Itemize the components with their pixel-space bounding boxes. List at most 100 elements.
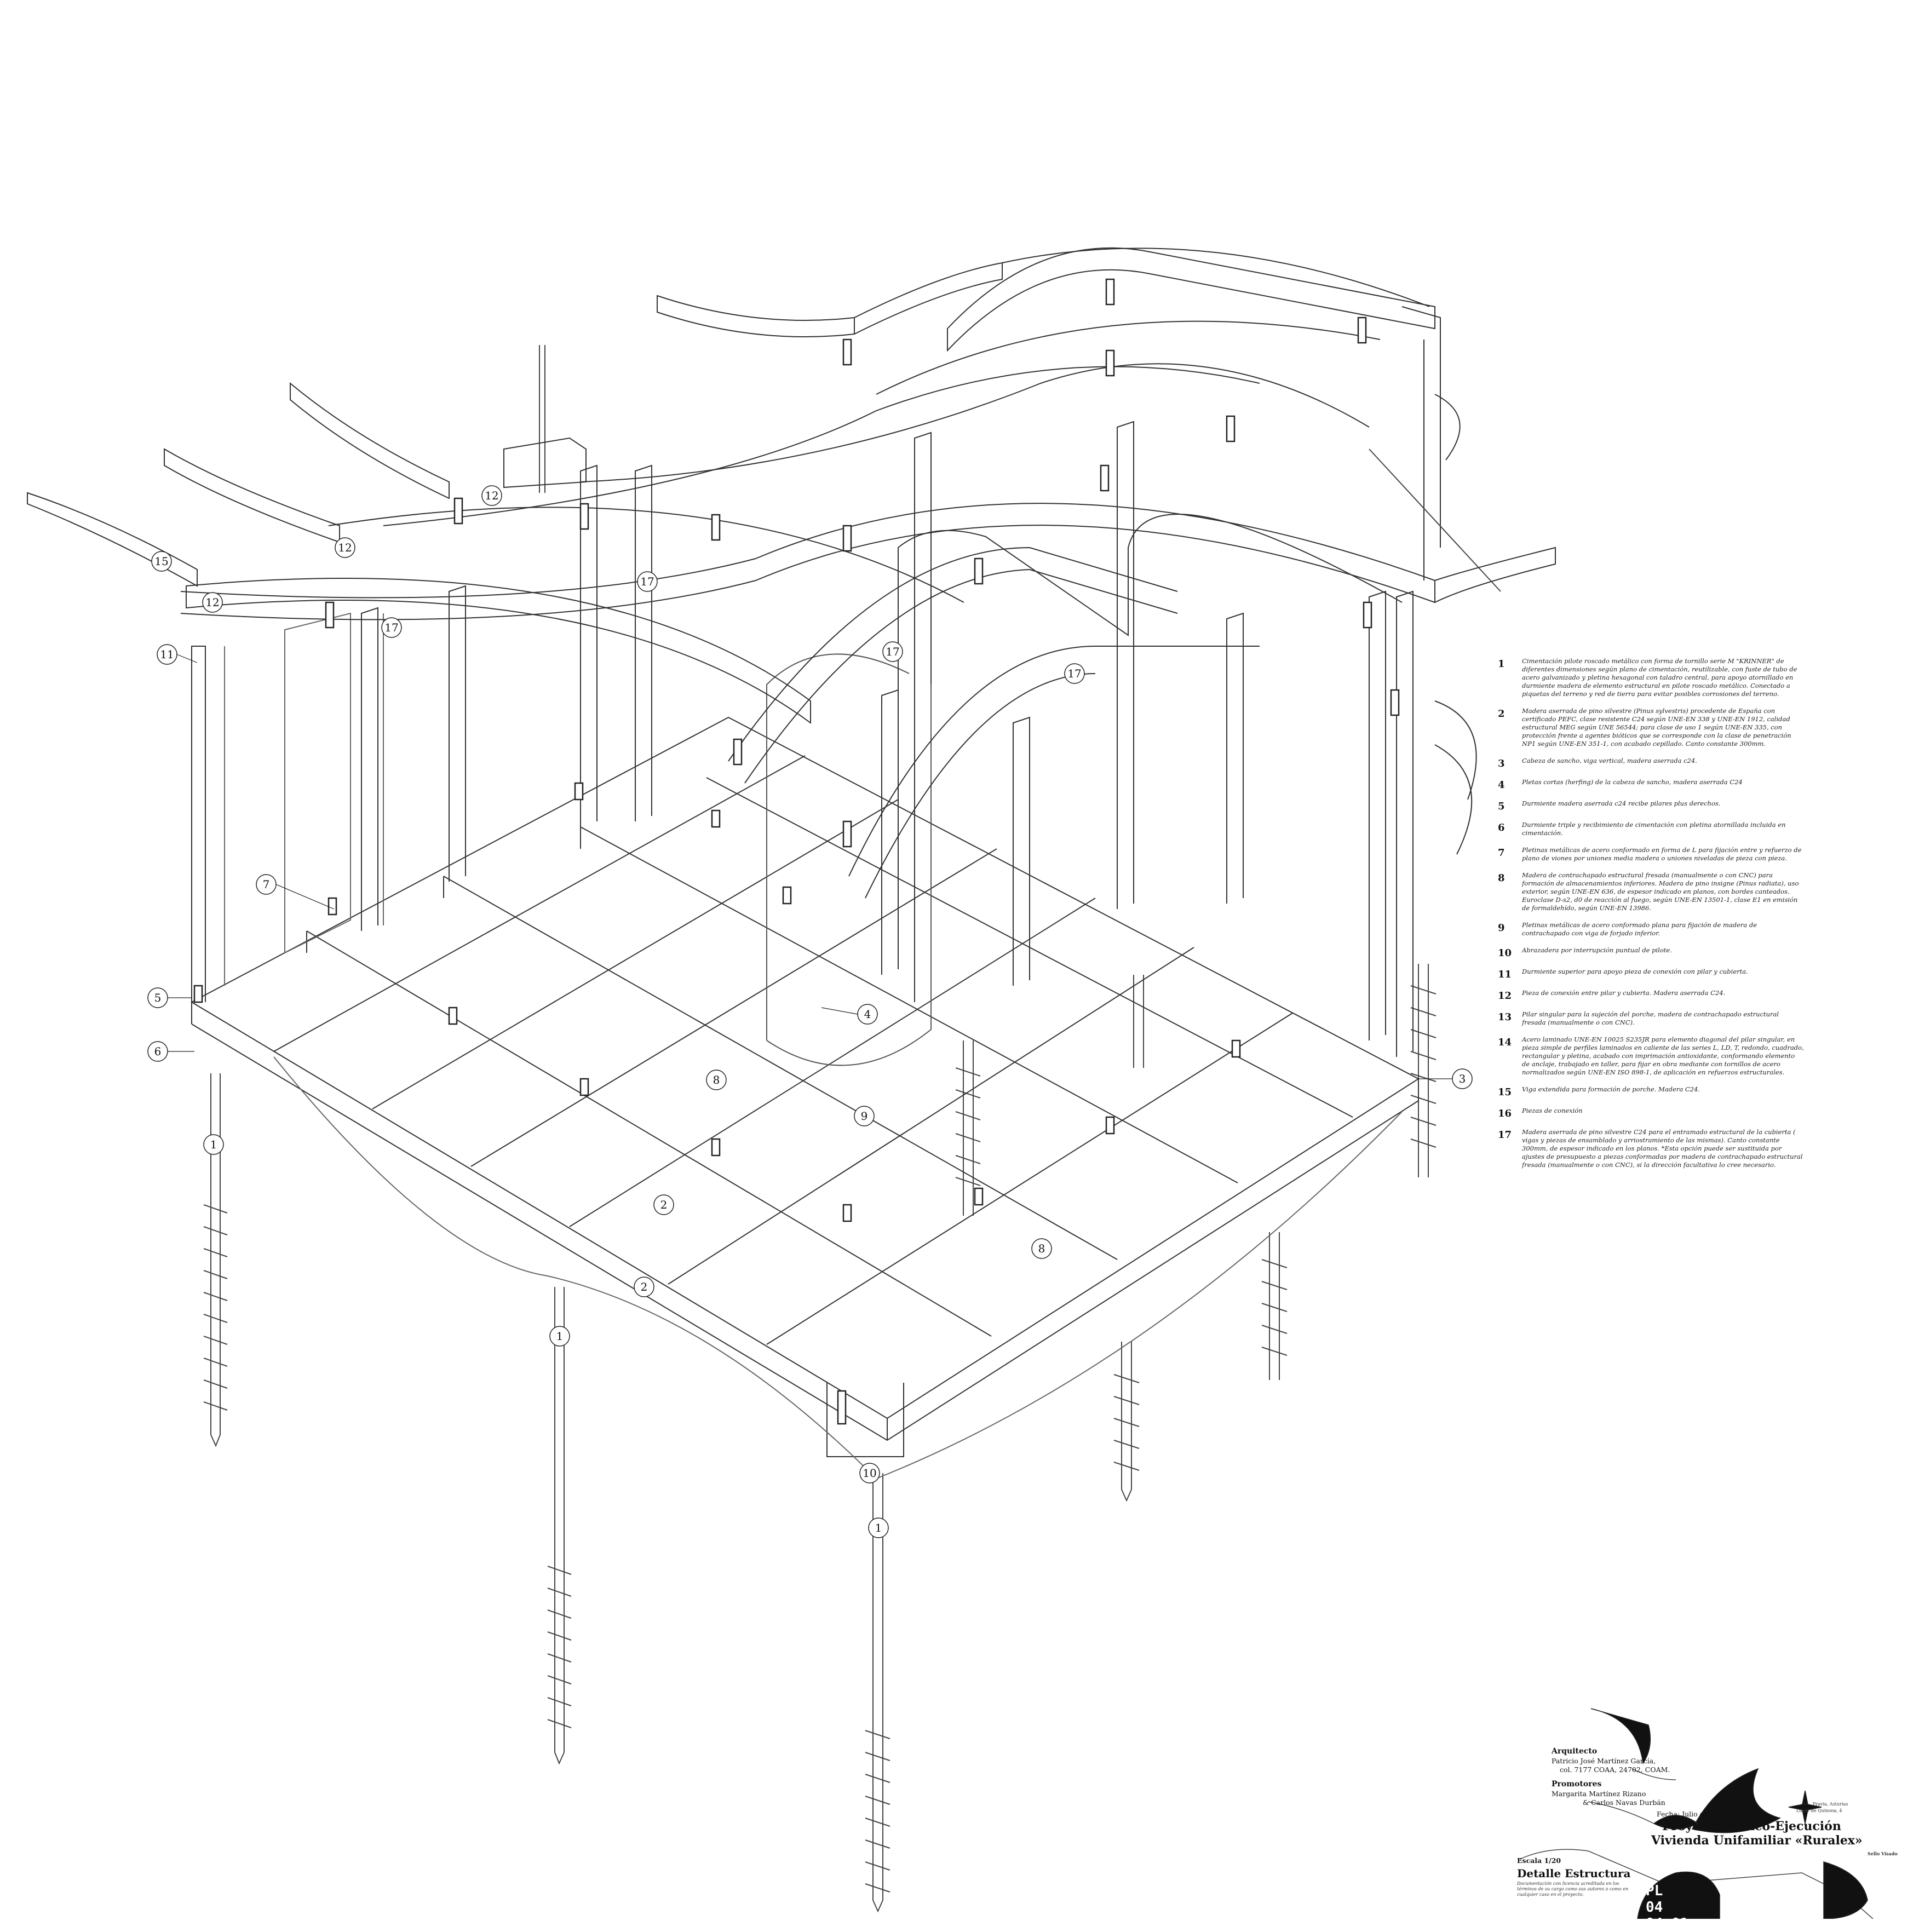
callout-label-1b: 1 <box>556 1330 564 1343</box>
callout-2a <box>653 1194 674 1215</box>
callout-label-9: 9 <box>861 1109 868 1123</box>
callout-17d <box>1064 663 1085 684</box>
callout-12a <box>481 485 502 506</box>
legend-number: 7 <box>1498 847 1505 859</box>
callout-2b <box>634 1277 654 1297</box>
sheet-note: Documentación con licencia acreditada en… <box>1517 1881 1629 1897</box>
callout-label-17b: 17 <box>640 575 654 588</box>
location-2: Lugar de Quinona, 4 <box>1796 1808 1842 1813</box>
legend-description: Pletinas metálicas de acero conformado p… <box>1522 921 1757 937</box>
legend-number: 17 <box>1498 1129 1512 1141</box>
legend-item: 8 Madera de contrachapado estructural fre… <box>1498 871 1805 912</box>
promoter-1: Margarita Martínez Rizano <box>1552 1790 1646 1798</box>
callout-label-8a: 8 <box>713 1073 720 1086</box>
callout-label-4: 4 <box>864 1008 871 1021</box>
legend-description: Madera aserrada de pino silvestre C24 pa… <box>1522 1128 1803 1169</box>
callout-label-17a: 17 <box>384 621 398 634</box>
stamp-label: Sello Visado <box>1868 1851 1898 1856</box>
legend-description: Acero laminado UNE-EN 10025 S235JR para … <box>1522 1036 1804 1076</box>
date-label: Fecha: Julio de 2024 <box>1657 1810 1728 1818</box>
legend-description: Durmiente superior para apoyo pieza de c… <box>1522 968 1748 975</box>
legend-item: 13 Pilar singular para la sujeción del po… <box>1498 1010 1805 1027</box>
legend-number: 6 <box>1498 822 1505 833</box>
legend-item: 12 Pieza de conexión entre pilar y cubier… <box>1498 989 1805 1002</box>
legend-description: Pieza de conexión entre pilar y cubierta… <box>1522 989 1726 997</box>
callout-label-1c: 1 <box>875 1521 882 1534</box>
callout-label-10: 10 <box>863 1467 876 1480</box>
promoters-label: Promotores <box>1552 1780 1602 1789</box>
callout-label-6: 6 <box>154 1045 162 1058</box>
callout-label-11: 11 <box>160 648 174 661</box>
legend-number: 8 <box>1498 872 1505 884</box>
legend-number: 2 <box>1498 708 1505 720</box>
legend-item: 6 Durmiente triple y recibimiento de cime… <box>1498 821 1805 837</box>
legend-number: 16 <box>1498 1108 1512 1119</box>
legend-item: 17 Madera aserrada de pino silvestre C24 … <box>1498 1128 1805 1169</box>
callout-label-12a: 12 <box>485 489 498 502</box>
landscape-silhouette-1 <box>1590 1708 1651 1765</box>
legend-number: 5 <box>1498 801 1505 812</box>
architect-name: Patricio José Martínez García, <box>1552 1757 1656 1765</box>
promoter-2: & Carlos Navas Durbán <box>1583 1798 1665 1807</box>
plate-code: PL <box>1646 1883 1663 1899</box>
callout-1c <box>868 1517 889 1538</box>
legend-item: 7 Pletinas metálicas de acero conformado … <box>1498 846 1805 863</box>
callout-15 <box>151 551 172 572</box>
callout-label-1a: 1 <box>210 1138 217 1151</box>
legend-description: Madera de contrachapado estructural fres… <box>1522 871 1799 912</box>
stamp-silhouette <box>1823 1861 1868 1919</box>
callout-label-3: 3 <box>1459 1072 1466 1085</box>
callout-label-8b: 8 <box>1038 1242 1045 1255</box>
legend-number: 13 <box>1498 1011 1512 1023</box>
legend-description: Pletinas metálicas de acero conformado e… <box>1522 846 1802 862</box>
callout-17b <box>637 571 658 592</box>
north-arrow-icon <box>1788 1790 1822 1824</box>
plate-sheet: 04.01 <box>1646 1916 1689 1932</box>
legend-item: 15 Viga extendida para formación de porch… <box>1498 1085 1805 1098</box>
callout-label-17d: 17 <box>1067 667 1081 680</box>
project-title-2: Vivienda Unifamiliar «Ruralex» <box>1651 1833 1863 1848</box>
callout-12b <box>335 537 355 558</box>
title-block: Arquitecto Patricio José Martínez García… <box>1512 1692 1919 1919</box>
callout-label-17c: 17 <box>886 645 899 658</box>
architect-label: Arquitecto <box>1552 1747 1598 1756</box>
architect-registration: col. 7177 COAA, 24702, COAM. <box>1560 1766 1670 1774</box>
legend-number: 15 <box>1498 1086 1512 1098</box>
legend-number: 12 <box>1498 990 1512 1002</box>
plate-shape <box>1637 1871 1720 1919</box>
callout-label-12b: 12 <box>338 541 352 554</box>
legend-description: Cabeza de sancho, viga vertical, madera … <box>1522 757 1697 764</box>
callout-9 <box>854 1106 875 1126</box>
callout-labels: 1 1 1 2 2 3 4 5 6 7 8 8 9 10 11 12 12 12… <box>154 489 1466 1534</box>
connector-plates <box>193 278 1400 1425</box>
callout-1a <box>203 1134 224 1155</box>
plate-series: 04 <box>1646 1899 1663 1916</box>
legend-number: 4 <box>1498 779 1505 791</box>
scale-label: Escala 1/20 <box>1517 1856 1561 1865</box>
callout-label-5: 5 <box>154 991 162 1004</box>
screw-piles <box>203 964 1437 1913</box>
callout-1b <box>549 1326 570 1347</box>
callout-bubbles <box>147 485 1473 1538</box>
legend-description: Pilar singular para la sujeción del porc… <box>1522 1010 1779 1026</box>
legend-description: Viga extendida para formación de porche.… <box>1522 1085 1700 1093</box>
legend-description: Durmiente triple y recibimiento de cimen… <box>1522 821 1786 837</box>
callout-leaders <box>168 654 1452 1079</box>
callout-10 <box>859 1463 880 1484</box>
project-title-1: Proyecto Básico-Ejecución <box>1662 1819 1841 1833</box>
titleblock-graphics <box>1519 1708 1874 1919</box>
callout-label-15: 15 <box>154 555 168 568</box>
legend-number: 1 <box>1498 658 1505 670</box>
legend-number: 10 <box>1498 947 1512 959</box>
roof-beams <box>27 247 1556 899</box>
